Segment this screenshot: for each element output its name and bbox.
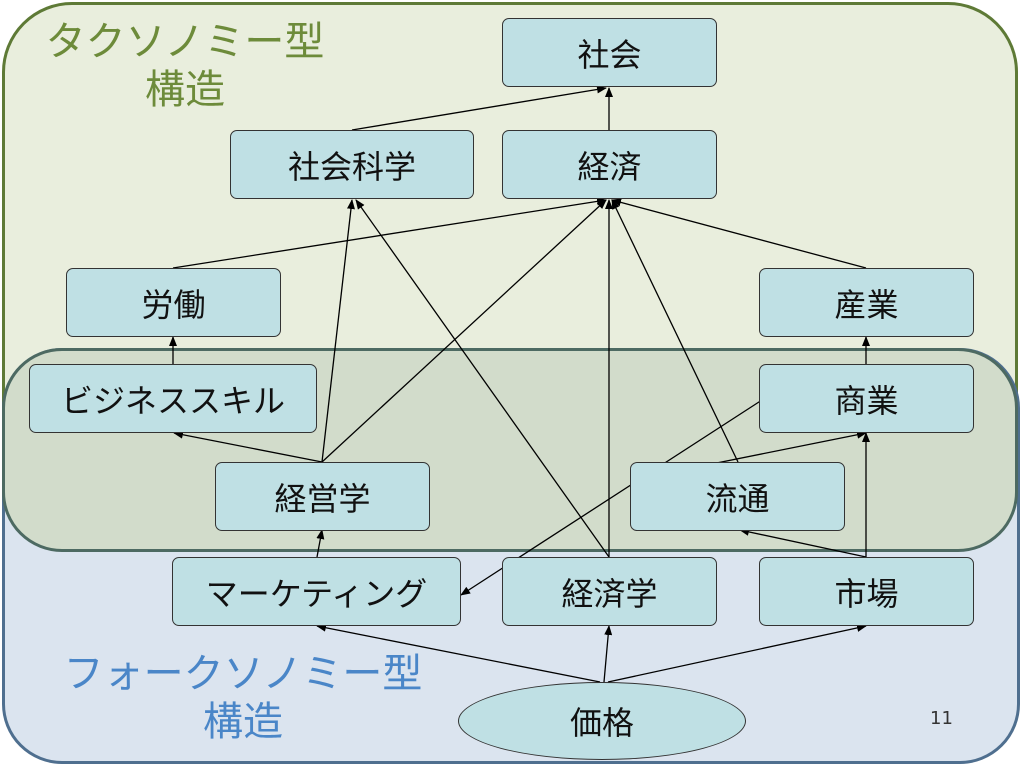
node-market: 市場 (759, 557, 974, 626)
folksonomy-title-line2: 構造 (203, 699, 283, 745)
node-economy: 経済 (502, 130, 717, 199)
slide-number: 11 (930, 708, 953, 729)
edge-price-to-market (607, 624, 867, 683)
node-marketing: マーケティング (172, 557, 461, 626)
edge-labor-to-economy (172, 197, 607, 269)
edge-marketing-to-management (316, 529, 325, 558)
node-management: 経営学 (215, 462, 430, 531)
taxonomy-title-line1: タクソノミー型 (45, 19, 325, 65)
edge-management-to-economy (321, 199, 607, 463)
edge-market-to-distribution (739, 527, 867, 558)
node-social-science: 社会科学 (230, 130, 474, 199)
edge-price-to-marketing (316, 623, 601, 683)
node-business-skill: ビジネススキル (29, 364, 317, 433)
node-commerce: 商業 (759, 364, 974, 433)
taxonomy-title: タクソノミー型 構造 (35, 18, 335, 114)
folksonomy-title: フォークソノミー型 構造 (48, 650, 438, 746)
folksonomy-title-line1: フォークソノミー型 (63, 651, 423, 697)
edge-management-to-social-science (321, 199, 355, 463)
node-society: 社会 (502, 18, 717, 87)
node-distribution: 流通 (630, 462, 845, 531)
edge-distribution-to-economy (611, 199, 739, 463)
edge-management-to-business-skill (173, 430, 323, 463)
edge-price-to-economics (603, 625, 613, 683)
node-labor: 労働 (66, 268, 281, 337)
node-economics: 経済学 (502, 557, 717, 626)
edge-economics-to-social-science (355, 199, 610, 558)
node-price: 価格 (458, 682, 746, 760)
edge-industry-to-economy (611, 198, 867, 269)
taxonomy-title-line2: 構造 (145, 67, 225, 113)
edge-social-science-to-society (351, 85, 607, 131)
node-industry: 産業 (759, 268, 974, 337)
